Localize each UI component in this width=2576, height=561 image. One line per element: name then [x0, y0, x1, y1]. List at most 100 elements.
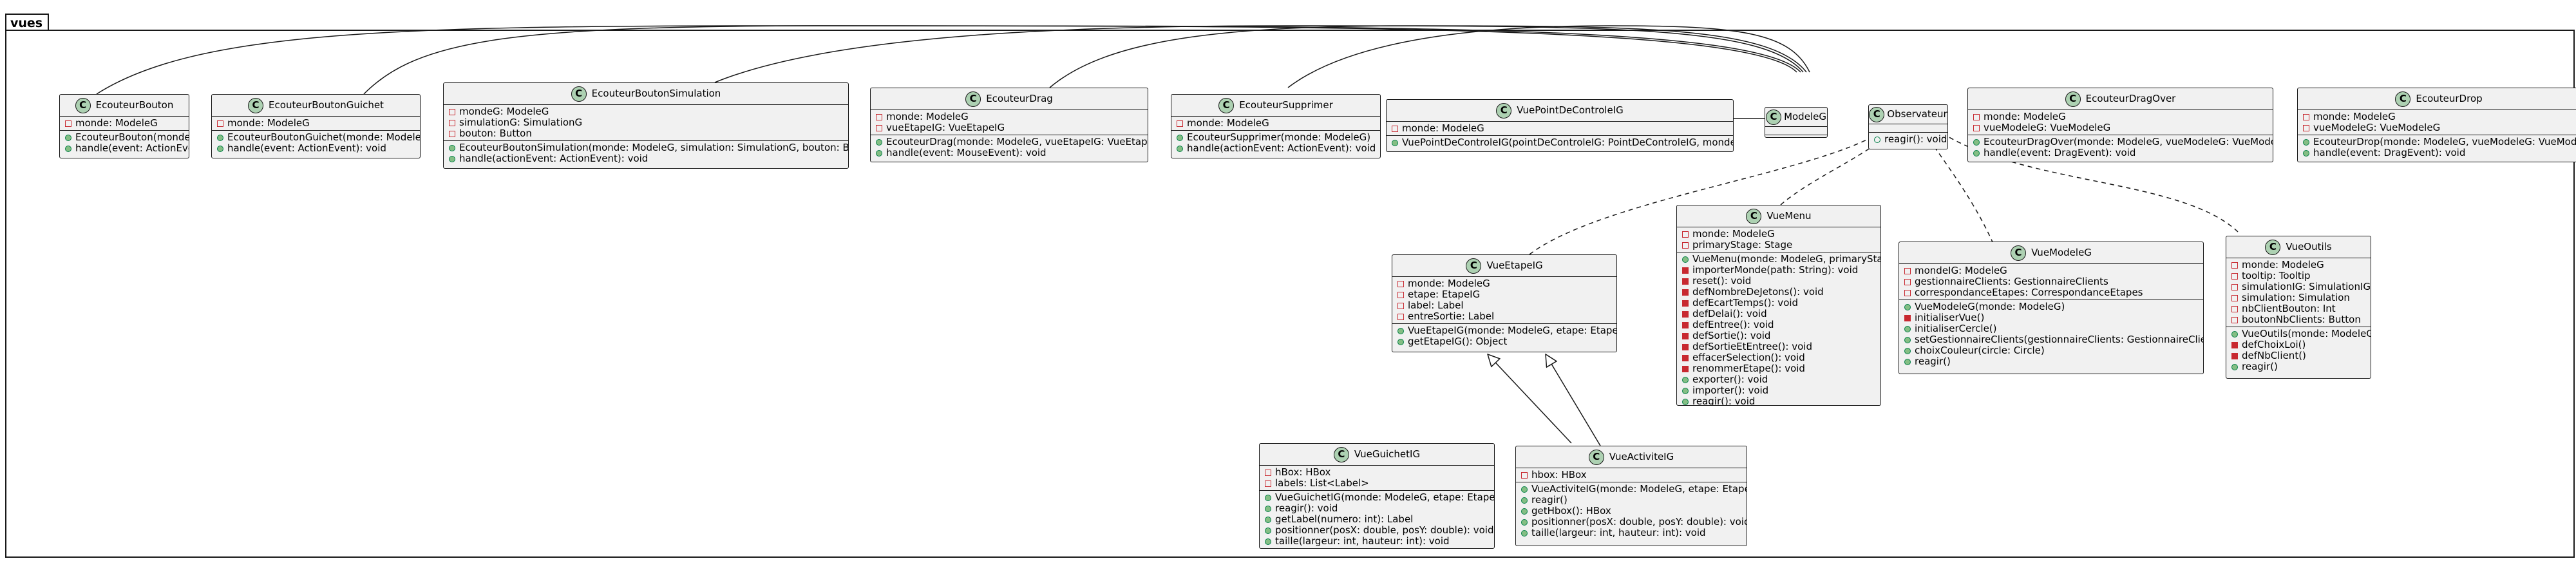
private-visibility-icon	[2231, 283, 2238, 290]
class-method: reagir()	[1904, 356, 2198, 367]
class-method: defSortieEtEntree(): void	[1682, 341, 1875, 352]
attribute-signature: bouton: Button	[459, 128, 532, 139]
class-name: EcouteurBoutonSimulation	[591, 88, 721, 99]
class-method: defEntree(): void	[1682, 319, 1875, 330]
private-visibility-icon	[1682, 321, 1689, 328]
class-method: getEtapeIG(): Object	[1397, 336, 1611, 347]
class-icon: C	[248, 97, 264, 113]
public-visibility-icon	[1265, 538, 1271, 545]
edge-vuemodeleg-observateur	[1914, 117, 1994, 244]
edge-ecouteurboutonguichet-modeleg	[363, 25, 1801, 95]
attribute-signature: monde: ModeleG	[1402, 122, 1484, 134]
private-visibility-icon	[1265, 480, 1271, 487]
attribute-signature: correspondanceEtapes: CorrespondanceEtap…	[1915, 287, 2143, 298]
class-attribute: etape: EtapeIG	[1397, 289, 1611, 300]
class-method: EcouteurBoutonSimulation(monde: ModeleG,…	[449, 142, 848, 153]
class-attributes-section	[1765, 127, 1827, 135]
class-method: renommerEtape(): void	[1682, 363, 1875, 374]
method-signature: EcouteurBouton(monde: ModeleG)	[75, 131, 189, 143]
attribute-signature: monde: ModeleG	[227, 117, 310, 129]
class-method: defSortie(): void	[1682, 330, 1875, 341]
private-visibility-icon	[1682, 242, 1689, 249]
method-signature: getEtapeIG(): Object	[1408, 336, 1508, 347]
class-methods-section: EcouteurDrop(monde: ModeleG, vueModeleG:…	[2298, 135, 2576, 160]
attribute-signature: monde: ModeleG	[75, 117, 158, 129]
private-visibility-icon	[1904, 278, 1911, 285]
class-method: positionner(posX: double, posY: double):…	[1521, 517, 1747, 528]
private-visibility-icon	[1682, 343, 1689, 350]
attribute-signature: simulationG: SimulationG	[459, 117, 583, 128]
class-icon: C	[965, 91, 981, 107]
class-name: VueGuichetIG	[1354, 448, 1421, 460]
class-methods-section: VuePointDeControleIG(pointDeControleIG: …	[1387, 136, 1733, 149]
public-visibility-icon	[1177, 134, 1183, 141]
class-attribute: monde: ModeleG	[2231, 260, 2365, 271]
attribute-signature: tooltip: Tooltip	[2242, 270, 2311, 281]
class-method: reagir()	[1521, 495, 1741, 506]
class-method: defDelai(): void	[1682, 309, 1875, 319]
method-signature: handle(event: MouseEvent): void	[886, 147, 1046, 158]
class-method: defNbClient()	[2231, 350, 2365, 361]
class-attribute: tooltip: Tooltip	[2231, 271, 2365, 281]
private-visibility-icon	[2231, 352, 2238, 359]
class-method: VueOutils(monde: ModeleG)	[2231, 328, 2371, 339]
public-visibility-icon	[65, 134, 71, 141]
class-attribute: monde: ModeleG	[1397, 278, 1611, 289]
attribute-signature: label: Label	[1408, 300, 1464, 311]
public-visibility-icon	[1682, 398, 1689, 405]
class-method: positionner(posX: double, posY: double):…	[1265, 525, 1494, 536]
class-attribute: monde: ModeleG	[1392, 123, 1728, 134]
private-visibility-icon	[2231, 305, 2238, 312]
class-method: defEcartTemps(): void	[1682, 298, 1875, 309]
method-signature: getLabel(numero: int): Label	[1275, 513, 1414, 525]
class-methods-section: EcouteurBouton(monde: ModeleG)handle(eve…	[60, 131, 189, 155]
class-method: EcouteurBoutonGuichet(monde: ModeleG)	[217, 132, 420, 143]
class-name: EcouteurBoutonGuichet	[269, 99, 384, 111]
method-signature: EcouteurDrop(monde: ModeleG, vueModeleG:…	[2313, 136, 2576, 147]
class-attribute: bouton: Button	[449, 128, 843, 139]
class-method: handle(actionEvent: ActionEvent): void	[449, 153, 843, 164]
method-signature: defNombreDeJetons(): void	[1692, 286, 1824, 298]
class-methods-section: VueMenu(monde: ModeleG, primaryStage: St…	[1677, 252, 1880, 406]
class-method: effacerSelection(): void	[1682, 352, 1875, 363]
private-visibility-icon	[1904, 267, 1911, 274]
class-attribute: monde: ModeleG	[1682, 229, 1875, 240]
public-visibility-icon	[1682, 256, 1689, 263]
class-method: EcouteurDragOver(monde: ModeleG, vueMode…	[1973, 137, 2273, 147]
class-name: VueEtapeIG	[1486, 260, 1543, 271]
class-methods-section: VueOutils(monde: ModeleG)defChoixLoi()de…	[2226, 327, 2371, 374]
class-icon: C	[1496, 102, 1512, 119]
method-signature: defEntree(): void	[1692, 319, 1774, 330]
edge-ecouteurbouton-modeleg	[96, 25, 1797, 95]
private-visibility-icon	[2231, 294, 2238, 301]
attribute-signature: monde: ModeleG	[2242, 259, 2324, 271]
class-attribute: monde: ModeleG	[2303, 111, 2575, 122]
public-visibility-icon	[876, 149, 882, 157]
class-name: VueActiviteIG	[1609, 451, 1674, 462]
class-attribute: gestionnaireClients: GestionnaireClients	[1904, 276, 2198, 287]
method-signature: reagir(): void	[1692, 395, 1756, 406]
class-icon: C	[2395, 91, 2411, 107]
class-methods-section: VueActiviteIG(monde: ModeleG, etape: Eta…	[1516, 482, 1747, 540]
method-signature: importerMonde(path: String): void	[1692, 264, 1859, 276]
edge-ecouteurboutonsimulation-modeleg	[714, 25, 1804, 83]
class-icon: C	[1588, 449, 1604, 465]
class-method: defNombreDeJetons(): void	[1682, 287, 1875, 298]
public-visibility-icon	[2303, 138, 2309, 146]
class-attribute: simulationG: SimulationG	[449, 117, 843, 128]
class-method: reagir(): void	[1874, 134, 1947, 145]
attribute-signature: mondeG: ModeleG	[459, 106, 549, 117]
public-visibility-icon	[1973, 138, 1980, 146]
class-method: reset(): void	[1682, 276, 1875, 287]
class-attribute: nbClientBouton: Int	[2231, 303, 2365, 314]
method-signature: choixCouleur(circle: Circle)	[1915, 345, 2045, 356]
method-signature: defSortie(): void	[1692, 330, 1771, 341]
